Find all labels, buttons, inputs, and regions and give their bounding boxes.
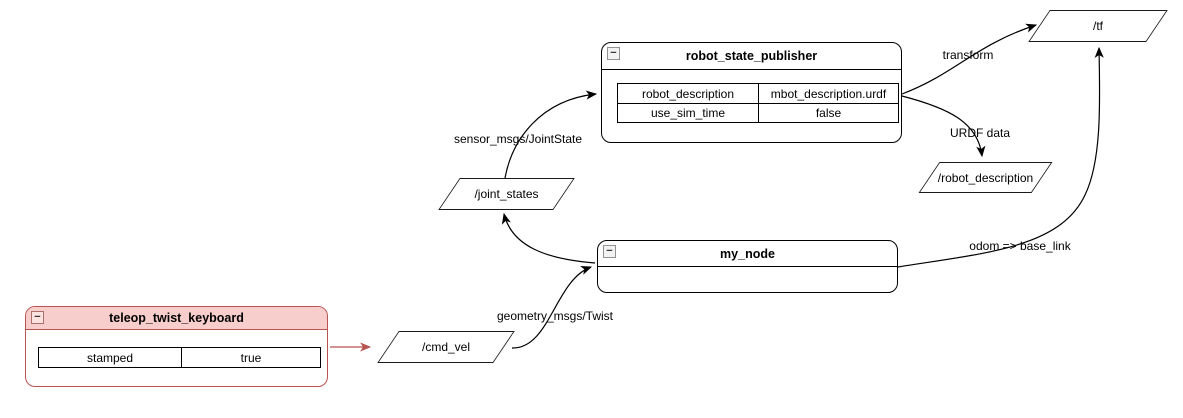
node-title: robot_state_publisher bbox=[685, 49, 818, 63]
edge-rsp-to-robotdescription bbox=[901, 95, 986, 158]
topic-label: /tf bbox=[1092, 19, 1103, 33]
edge-label-joint-state-msg: sensor_msgs/JointState bbox=[453, 132, 583, 146]
collapse-icon[interactable]: − bbox=[607, 47, 620, 60]
edge-label-twist-msg: geometry_msgs/Twist bbox=[496, 309, 614, 323]
edge-label-odom-tf: odom => base_link bbox=[969, 239, 1071, 253]
param-key: robot_description bbox=[641, 86, 735, 101]
param-value: true bbox=[181, 348, 320, 367]
node-title: teleop_twist_keyboard bbox=[109, 311, 244, 325]
param-key: stamped bbox=[86, 350, 134, 365]
node-my-node[interactable]: − my_node bbox=[597, 240, 898, 293]
edge-cmdvel-to-mynode bbox=[511, 266, 593, 349]
edge-rsp-to-tf bbox=[901, 23, 1038, 95]
edge-jointstates-to-rsp bbox=[504, 90, 598, 179]
node-teleop-twist-keyboard[interactable]: − teleop_twist_keyboard bbox=[25, 306, 328, 387]
teleop-param-table: stamped true bbox=[38, 347, 321, 368]
edge-label-urdf-data: URDF data bbox=[949, 126, 1011, 140]
topic-node-joint-states[interactable]: /joint_states bbox=[438, 178, 575, 210]
param-value: mbot_description.urdf bbox=[758, 84, 898, 103]
topic-node-robot-description[interactable]: /robot_description bbox=[918, 162, 1053, 193]
collapse-icon[interactable]: − bbox=[603, 245, 616, 258]
topic-label: /joint_states bbox=[474, 187, 539, 201]
edge-label-transform: transform bbox=[942, 48, 994, 62]
param-key: use_sim_time bbox=[618, 103, 758, 122]
param-value: false bbox=[758, 103, 898, 122]
edge-mynode-to-tf bbox=[897, 46, 1104, 268]
topic-node-tf[interactable]: /tf bbox=[1028, 10, 1168, 42]
rsp-param-table: robot_description mbot_description.urdf … bbox=[617, 83, 899, 123]
node-title: my_node bbox=[720, 246, 775, 261]
topic-node-cmd-vel[interactable]: /cmd_vel bbox=[377, 331, 515, 363]
edge-mynode-to-jointstates bbox=[501, 212, 596, 264]
topic-label: /robot_description bbox=[937, 170, 1034, 185]
topic-label: /cmd_vel bbox=[421, 340, 471, 354]
collapse-icon[interactable]: − bbox=[31, 311, 44, 324]
